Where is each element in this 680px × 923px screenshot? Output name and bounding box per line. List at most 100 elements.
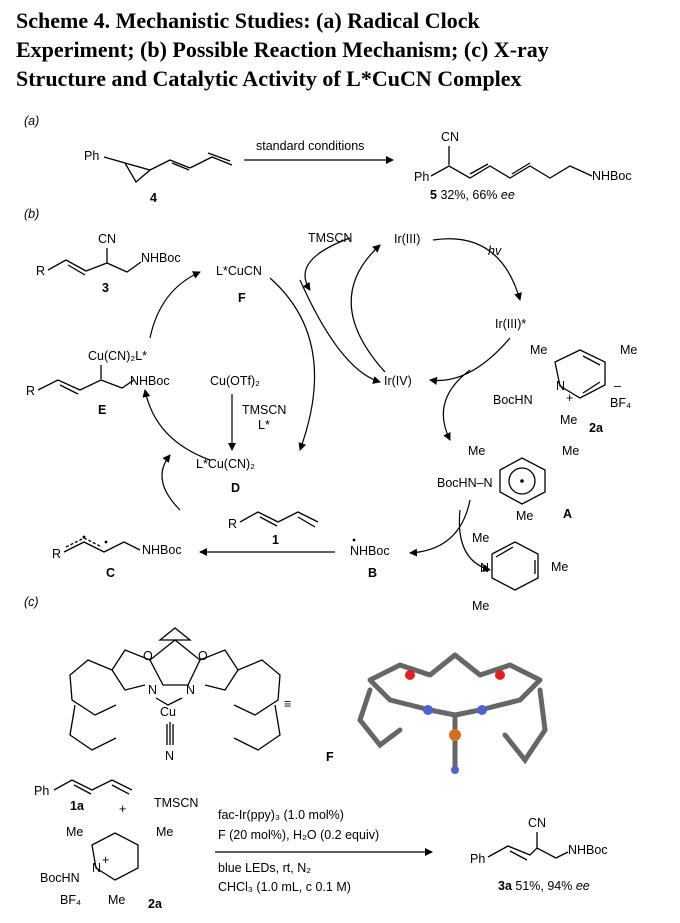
cE-r: R (26, 384, 35, 398)
p-cn: CN (528, 816, 546, 830)
c4-ph: Ph (84, 149, 99, 163)
r2-ring (91, 832, 139, 881)
col-me1: Me (472, 531, 489, 545)
panel-a-conditions: standard conditions (256, 139, 364, 153)
panel-b-label: (b) (24, 207, 39, 221)
c5-yield: 5 32%, 66% ee (430, 188, 515, 202)
p-ee: ee (576, 879, 590, 893)
cF-id: F (238, 291, 246, 305)
c5-cn: CN (441, 130, 459, 144)
p2a-ring (554, 349, 606, 399)
c3-nhboc: NHBoc (141, 251, 181, 265)
xray-cu (449, 729, 461, 741)
c3-cn: CN (98, 232, 116, 246)
title-line-1: Scheme 4. Mechanistic Studies: (a) Radic… (16, 8, 480, 33)
p2a-me2: Me (620, 343, 637, 357)
cB-id: B (368, 566, 377, 580)
cB-name: NHBoc (350, 544, 390, 558)
equiv-sign: ≡ (284, 697, 291, 711)
c4-bonds (103, 152, 233, 184)
r2-me3: Me (108, 893, 125, 907)
c5-nhboc: NHBoc (592, 169, 632, 183)
cA-dot (520, 479, 524, 483)
cond-2: F (20 mol%), H₂O (0.2 equiv) (218, 828, 379, 842)
p2a-id: 2a (589, 421, 604, 435)
p2a-me1: Me (530, 343, 547, 357)
c5-yield-value: 32%, 66% (440, 188, 497, 202)
cA-me2: Me (562, 444, 579, 458)
r2-id: 2a (148, 897, 163, 911)
xray-branches (357, 687, 548, 773)
compound-2a-c: Me Me N + BocHN BF₄ Me 2a (40, 825, 173, 911)
cond-4: CHCl₃ (1.0 mL, c 0.1 M) (218, 880, 351, 894)
scheme-title: Scheme 4. Mechanistic Studies: (a) Radic… (16, 6, 666, 93)
lig-o2: O (198, 649, 208, 663)
panel-c-label: (c) (24, 595, 39, 609)
cE-cu: Cu(CN)₂L* (88, 349, 147, 363)
arrow-f-to-ir4 (299, 279, 381, 384)
r2-boc: BocHN (40, 871, 80, 885)
col-me3: Me (472, 599, 489, 613)
compound-5: CN Ph NHBoc 5 32%, 66% ee (414, 130, 632, 202)
ligand-cu-complex: O O N N Cu N (69, 627, 281, 763)
cE-id: E (98, 403, 106, 417)
lig-n1: N (148, 683, 157, 697)
c5-bonds (430, 162, 593, 179)
cC-dot1 (82, 535, 86, 539)
cC-dot2 (104, 540, 108, 544)
cond-3: blue LEDs, rt, N₂ (218, 861, 311, 875)
arrow-d-to-e (142, 389, 211, 461)
compound-C: R NHBoc C (52, 535, 182, 580)
cB-dot (352, 538, 356, 542)
ligand-core (111, 639, 239, 691)
p2a-me3: Me (560, 413, 577, 427)
arrow-a-to-b (409, 499, 471, 557)
r2-bf4: BF₄ (60, 893, 81, 907)
p2a-minus: – (614, 379, 621, 393)
arrow-ir4-to-ir3 (350, 244, 386, 373)
cyclopropane (158, 627, 192, 641)
xray-core (367, 652, 543, 718)
compound-3: CN R NHBoc 3 (36, 232, 181, 295)
xray-o1 (405, 670, 415, 680)
c5-id: 5 (430, 188, 437, 202)
arrow-f-to-d (269, 277, 316, 451)
c4-id: 4 (150, 191, 157, 205)
title-line-2: Experiment; (b) Possible Reaction Mechan… (16, 37, 549, 62)
tmscn-top: TMSCN (308, 231, 352, 245)
r1-id: 1a (70, 799, 85, 813)
r2-me1: Me (66, 825, 83, 839)
hv: hv (488, 244, 502, 258)
arrow-ir3star-to-ir4 (429, 337, 511, 385)
arrow-c-to-cycle (161, 454, 181, 511)
c3-r: R (36, 264, 45, 278)
p2a-bf4: BF₄ (610, 396, 631, 410)
p2a-n: N (556, 379, 565, 393)
lig-n3: N (165, 749, 174, 763)
compound-A: Me Me BocHN–N Me A (437, 444, 579, 523)
cE-bonds (37, 379, 135, 395)
arrow-tmscn-in (302, 237, 351, 291)
compound-1: R 1 (228, 511, 319, 547)
c1-bonds (239, 511, 319, 528)
p2a-boc: BocHN (493, 393, 533, 407)
col-n: N (480, 561, 489, 575)
compound-3a: CN Ph NHBoc 3a 51%, 94% ee (470, 816, 608, 893)
cA-boc: BocHN–N (437, 476, 493, 490)
ir3: Ir(III) (394, 232, 420, 246)
r2-me2: Me (156, 825, 173, 839)
p-yield: 3a 51%, 94% ee (498, 879, 590, 893)
xray-id: F (326, 750, 334, 764)
cu-bonds (155, 697, 183, 706)
collidine: Me N Me Me (472, 531, 568, 613)
p-id: 3a (498, 879, 513, 893)
compound-2a-b: Me Me N + BocHN – BF₄ Me 2a (493, 343, 637, 435)
lig-o1: O (143, 649, 153, 663)
compound-E: Cu(CN)₂L* R NHBoc E (26, 349, 170, 417)
p-yield-value: 51%, 94% (515, 879, 572, 893)
xray-n3 (451, 766, 459, 774)
r1-ph: Ph (34, 784, 49, 798)
arrow-a-to-collidine (458, 509, 491, 572)
p-nhboc: NHBoc (568, 843, 608, 857)
